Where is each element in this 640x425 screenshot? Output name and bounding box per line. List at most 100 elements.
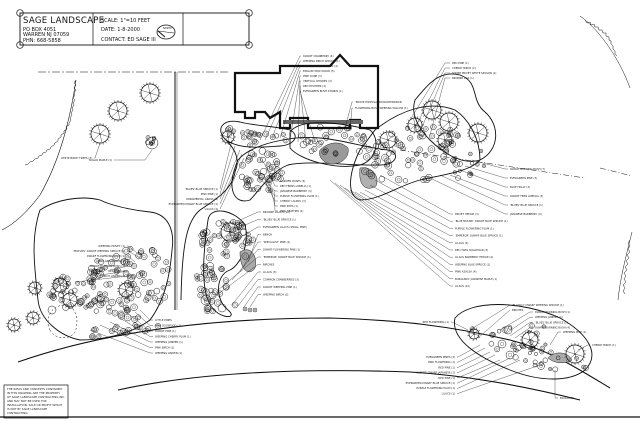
scale-label: SCALE: 1"=10 FEET — [101, 18, 151, 24]
shrub-symbol — [152, 252, 158, 258]
shrub-symbol — [532, 359, 538, 365]
company-name: SAGE LANDSCAPE — [23, 16, 104, 26]
shrub-symbol — [512, 348, 517, 353]
plant-label: PINK DOGWOOD (1) — [155, 324, 181, 328]
shrub-symbol — [453, 156, 458, 161]
shrub-symbol — [83, 304, 89, 310]
leader-line — [369, 184, 451, 229]
shrub-symbol — [363, 153, 371, 161]
shrub-symbol — [87, 268, 94, 276]
shrub-symbol — [365, 145, 373, 153]
shrub-symbol — [206, 262, 214, 270]
shrub-symbol — [124, 297, 130, 304]
tree-line-left — [1, 79, 77, 231]
leader-line — [374, 179, 451, 222]
shrub-symbol — [255, 131, 261, 138]
tree-symbol — [438, 111, 460, 133]
leader-line — [219, 145, 236, 195]
shrub-symbol — [543, 342, 548, 347]
plant-label: BRONZE OAK (1) — [452, 76, 474, 80]
tree-symbol — [25, 310, 41, 326]
shrub-symbol — [278, 169, 285, 176]
shrub-symbol — [80, 281, 87, 287]
shrub-symbol — [386, 151, 392, 157]
leader-line — [349, 189, 451, 258]
shrub-symbol — [155, 255, 162, 262]
plant-label: EVERGREEN LILACS (SMALL PINE) — [263, 225, 307, 229]
shrub-symbol — [199, 242, 205, 248]
shrub-symbol — [204, 305, 212, 312]
plant-label: PINK GERANIUMS (1) — [98, 259, 125, 263]
tree-symbol — [117, 281, 135, 299]
leader-line — [449, 174, 506, 197]
shrub-symbol — [519, 342, 526, 348]
leader-line — [273, 189, 276, 212]
shrub-symbol — [373, 142, 380, 149]
shrub-symbol — [194, 273, 200, 279]
leader-line — [264, 164, 276, 187]
plant-label: PINK BIRCH (1) — [155, 346, 174, 350]
leader-line — [257, 171, 276, 192]
plant-label: WEEPING JUNIPER (1) — [535, 315, 563, 319]
shrub-symbol — [311, 146, 318, 153]
note-line: THE IDEAS AND CONCEPTS CONTAINED — [6, 387, 62, 391]
plant-label: SHORE PRIVET WHITE SEASON (1) — [452, 71, 496, 75]
shrub-symbol — [256, 157, 263, 164]
plant-label: WEEPING BIRCH (3) — [263, 293, 288, 297]
shrub-symbol — [356, 147, 363, 155]
plant-label: DWARF BURNING BUSH (1) — [90, 264, 125, 268]
shrub-symbol — [528, 339, 534, 345]
shrub-symbol — [148, 247, 157, 256]
shrub-symbol — [440, 157, 448, 165]
shrub-symbol — [238, 173, 246, 180]
shrub-symbol — [233, 233, 242, 242]
title-block: SAGE LANDSCAPE PO BOX 4051 WARREN NJ 070… — [16, 9, 253, 49]
leader-line — [334, 182, 451, 279]
corner-mark — [245, 9, 253, 17]
shrub-symbol — [453, 131, 460, 139]
shrub-symbol — [455, 175, 461, 181]
shrub-symbol — [50, 293, 57, 301]
leader-line — [127, 250, 141, 259]
plant-label: DWARF BURNING BUSH (7) — [510, 167, 545, 171]
leader-line — [439, 174, 506, 206]
tree-symbol — [564, 343, 586, 365]
shrub-symbol — [425, 173, 433, 182]
shrub-symbol — [252, 307, 258, 313]
plant-label: DWARF WEEPING PINE (1) — [263, 285, 297, 289]
leader-line — [109, 265, 129, 271]
plant-label: VERTICAL RHODES (3) — [303, 79, 332, 83]
leader-line — [457, 357, 511, 384]
date-label: DATE: 1-8-2000 — [101, 27, 140, 33]
shrub-symbol — [247, 142, 253, 148]
plant-label: 'PROVE EXCELSA' RHODODENDRON — [355, 100, 402, 104]
leader-line — [127, 245, 141, 256]
shrub-symbol — [470, 326, 475, 332]
shrub-symbol — [405, 162, 412, 169]
leader-line — [269, 185, 276, 207]
plant-label: 'BLUES' BLUE SPRUCE (1) — [510, 203, 543, 207]
plant-label: PURPLE FLOWERING PLUM (1) — [280, 194, 319, 198]
leader-line — [457, 359, 521, 389]
shrub-symbol — [230, 218, 237, 225]
shrub-symbol — [77, 298, 85, 306]
corner-mark — [16, 9, 24, 17]
plant-label: LILACS (12) — [455, 284, 470, 288]
leader-line — [459, 169, 506, 188]
note-line: IS NOT BY SAGE LANDSCAPE — [7, 407, 47, 411]
shrub-symbol — [144, 293, 152, 301]
shrub-symbol — [81, 295, 87, 301]
plant-symbols — [6, 82, 589, 373]
shrub-symbol — [311, 137, 318, 144]
tree-symbol — [6, 317, 22, 333]
tree-symbol — [436, 131, 454, 149]
leader-line — [329, 179, 451, 287]
plant-label: BURGUNDY JAPANESE MAPLE (1) — [455, 277, 497, 281]
tree-line-upper-right — [579, 15, 631, 89]
plant-label: BRONZE LILACS (12) — [263, 210, 290, 214]
plant-label: 'BLUES' BLUE SPRUCE (1) — [185, 187, 218, 191]
leader-line — [231, 271, 259, 306]
plant-label: CHERRY BIRCH (1) — [592, 343, 616, 347]
shrub-symbol — [457, 168, 462, 173]
leader-line — [264, 181, 276, 202]
